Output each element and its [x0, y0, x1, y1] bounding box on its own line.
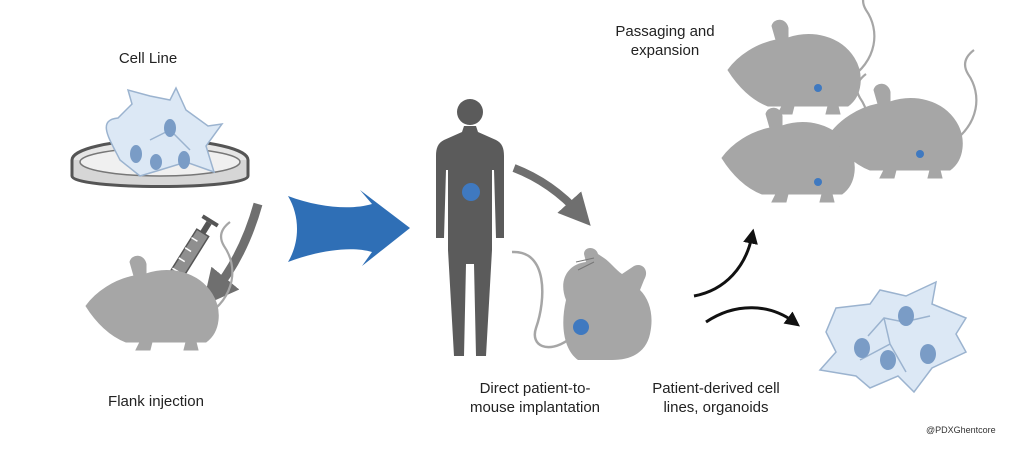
- main-direction-arrow: [288, 190, 410, 266]
- flow-arrow-dish-to-mouse: [202, 202, 263, 306]
- mouse-icon: [726, 0, 876, 116]
- tumor-mouse-1: [814, 84, 822, 92]
- label-passaging-line2: expansion: [630, 42, 700, 59]
- label-direct-line1: Direct patient-to-: [479, 380, 591, 397]
- cell-cluster-icon: [105, 86, 224, 177]
- label-passaging: Passaging and expansion: [590, 22, 740, 60]
- label-direct-implantation: Direct patient-to- mouse implantation: [450, 379, 620, 417]
- flow-arrow-human-to-mouse: [512, 164, 591, 226]
- flow-arrow-to-organoids: [705, 306, 801, 327]
- tumor-mouse-3: [916, 150, 924, 158]
- tumor-mouse-2: [814, 178, 822, 186]
- tumor-human: [462, 183, 480, 201]
- tumor-mouse-implant: [573, 319, 589, 335]
- label-patient-derived: Patient-derived cell lines, organoids: [628, 379, 804, 417]
- label-derived-line2: lines, organoids: [663, 399, 769, 416]
- flow-arrow-to-passaging: [693, 228, 758, 298]
- mouse-icon: [84, 220, 234, 352]
- label-derived-line1: Patient-derived cell: [652, 380, 780, 397]
- label-cell-line: Cell Line: [118, 50, 178, 67]
- label-flank-injection: Flank injection: [108, 393, 204, 410]
- label-passaging-line1: Passaging and: [615, 23, 715, 40]
- human-silhouette-icon: [436, 99, 504, 356]
- mouse-icon: [511, 248, 652, 360]
- credit-handle: @PDXGhentcore: [926, 425, 996, 435]
- label-direct-line2: mouse implantation: [469, 399, 601, 416]
- cell-cluster-icon: [818, 280, 968, 394]
